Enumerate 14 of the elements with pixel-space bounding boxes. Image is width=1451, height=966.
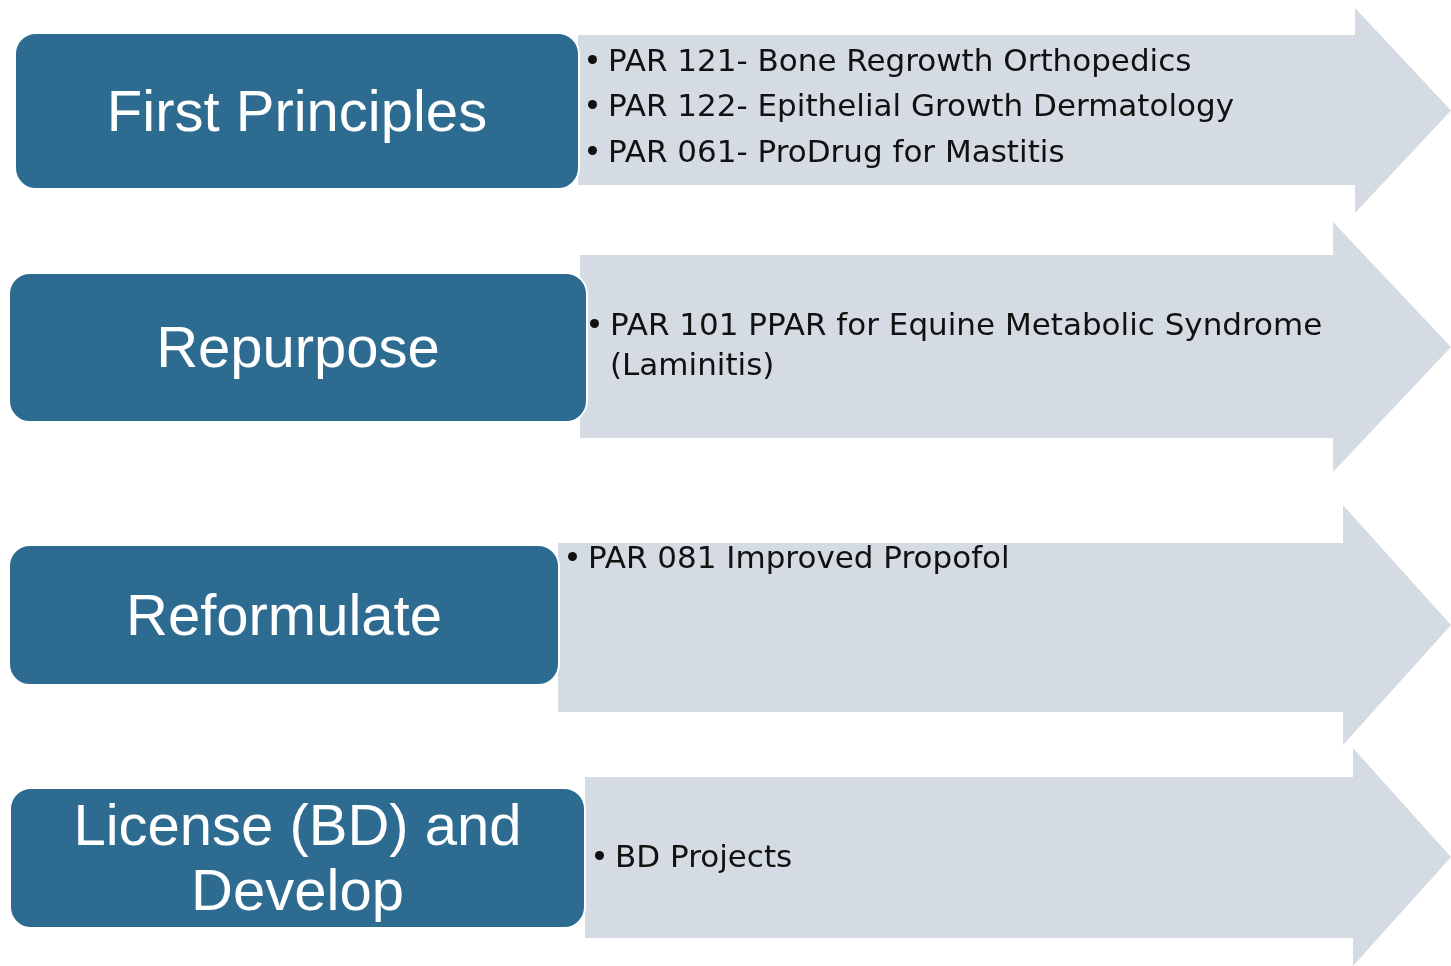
- category-box: [14, 32, 580, 190]
- category-title: First Principles: [106, 78, 488, 144]
- category-title: Repurpose: [156, 315, 440, 380]
- category-title: License (BD) and Develop: [72, 793, 523, 923]
- bullet-item: BD Projects: [615, 838, 793, 874]
- bullet-item: PAR 101 PPAR for Equine Metabolic Syndrome (Laminitis): [610, 306, 1323, 383]
- category-title: Reformulate: [126, 582, 442, 648]
- category-box: [9, 787, 586, 929]
- bullet-item: PAR 122- Epithelial Growth Dermatology: [608, 87, 1235, 124]
- bullet-item: PAR 121- Bone Regrowth Orthopedics: [608, 42, 1192, 78]
- bullet-item: PAR 061- ProDrug for Mastitis: [608, 132, 1065, 169]
- category-box: [8, 544, 560, 686]
- bullet-item: PAR 081 Improved Propofol: [588, 539, 1010, 575]
- category-box: [8, 272, 588, 423]
